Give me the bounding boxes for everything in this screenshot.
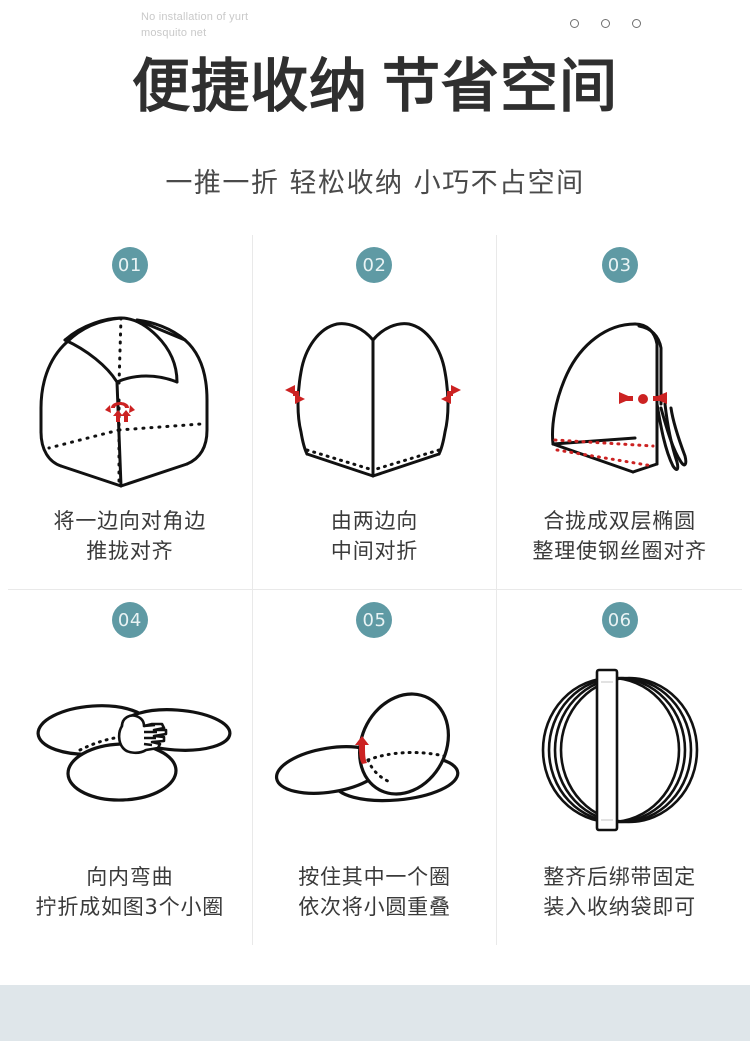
- step-cell-03: 03: [497, 235, 742, 590]
- page-title-plain-segment: 节省空间: [382, 52, 619, 120]
- step-illustration-folded-butterfly: [253, 283, 497, 507]
- micro-caption: No installation of yurt mosquito net: [141, 11, 249, 39]
- step-cell-05: 05 按住其中: [253, 590, 498, 945]
- page-subtitle: 一推一折 轻松收纳 小巧不占空间: [165, 168, 585, 199]
- circle-dot-icon: [601, 19, 610, 28]
- steps-grid: 01: [8, 235, 742, 945]
- step-illustration-double-oval: [497, 283, 742, 507]
- step-caption: 由两边向 中间对折: [330, 509, 419, 564]
- step-caption: 整齐后绑带固定 装入收纳袋即可: [543, 865, 696, 920]
- step-caption: 向内弯曲 拧折成如图3个小圈: [35, 865, 225, 920]
- step-caption: 合拢成双层椭圆 整理使钢丝圈对齐: [532, 509, 707, 564]
- step-cell-06: 06 整齐后绑: [497, 590, 742, 945]
- page-title: 便捷收纳节省空间: [129, 52, 619, 120]
- bottom-color-band: [0, 985, 750, 1041]
- step-number-badge: 02: [356, 247, 393, 283]
- step-cell-02: 02: [252, 235, 498, 590]
- step-cell-01: 01: [8, 235, 253, 590]
- step-caption: 将一边向对角边 推拢对齐: [53, 509, 207, 564]
- step-illustration-bundled-rings-strap: [497, 638, 742, 863]
- step-illustration-stacking-loops: [253, 638, 497, 863]
- circle-dot-icon: [570, 19, 579, 28]
- circle-dot-icon: [632, 19, 641, 28]
- step-caption: 按住其中一个圈 依次将小圆重叠: [298, 865, 451, 920]
- step-illustration-three-loops-hand: [8, 638, 252, 863]
- step-illustration-cube-tent: [8, 283, 252, 507]
- page-title-wrap: 便捷收纳节省空间: [0, 57, 750, 115]
- step-number-badge: 06: [601, 602, 638, 638]
- step-number-badge: 03: [601, 247, 638, 283]
- step-number-badge: 04: [111, 602, 148, 638]
- page-title-highlighted-segment: 便捷收纳: [129, 52, 371, 120]
- step-number-badge: 01: [111, 247, 148, 283]
- step-cell-04: 04 向内弯曲: [8, 590, 253, 945]
- decorative-dot-group: [570, 19, 641, 28]
- step-number-badge: 05: [356, 602, 393, 638]
